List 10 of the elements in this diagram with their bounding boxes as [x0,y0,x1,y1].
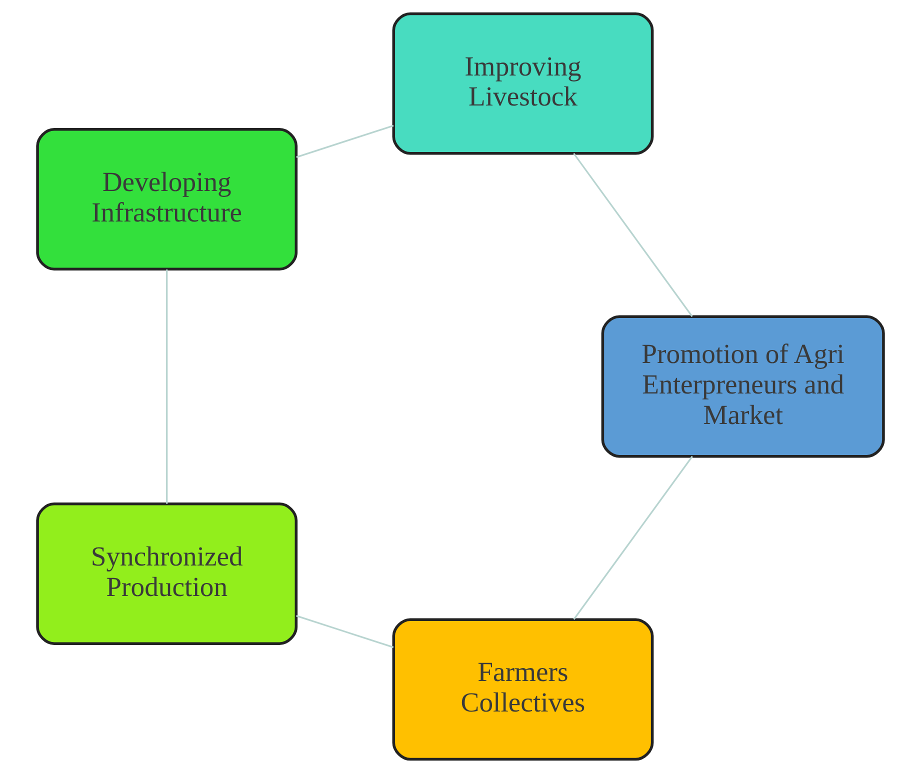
connector [573,152,693,317]
node-box: Improving Livestock [392,12,654,155]
connector [296,124,394,158]
connector [573,456,693,620]
node-box: Farmers Collectives [392,618,654,761]
node-box: Developing Infrastructure [36,128,298,270]
connector [166,270,168,504]
node-box: Synchronized Production [36,502,298,645]
node-box: Promotion of Agri Enterpreneurs and Market [601,315,885,458]
connector [296,615,394,648]
